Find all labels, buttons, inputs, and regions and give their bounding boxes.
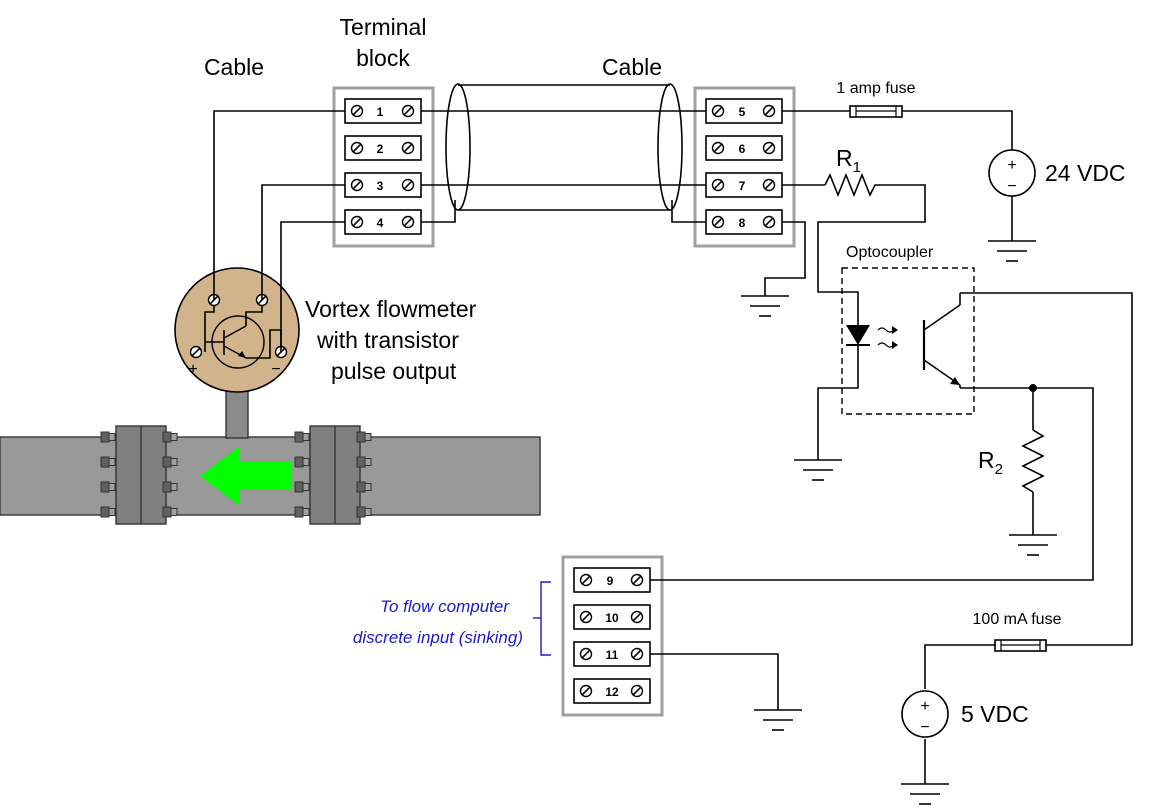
terminal-block-label-2: block: [356, 45, 410, 71]
voltage-source-24v: + −: [988, 149, 1036, 197]
terminal-4: 4: [344, 209, 422, 235]
terminal-12: 12: [573, 678, 651, 704]
terminal-1: 1: [344, 98, 422, 124]
ground-icon: [1008, 534, 1058, 556]
screw-icon: [189, 345, 203, 359]
terminal-9: 9: [573, 567, 651, 593]
terminal-block-c: 9 10 11 12: [561, 555, 664, 717]
led-icon: [846, 325, 870, 345]
svg-text:+: +: [920, 698, 929, 715]
note-bracket: [540, 581, 551, 656]
r2-label: R2: [978, 447, 1003, 478]
svg-text:11: 11: [606, 648, 619, 662]
optocoupler-label: Optocoupler: [846, 244, 934, 261]
pipe: [0, 384, 541, 516]
svg-text:7: 7: [739, 179, 746, 193]
vortex-flowmeter: + −: [174, 267, 300, 393]
flowmeter-label-2: with transistor: [316, 327, 459, 353]
svg-text:8: 8: [739, 216, 746, 230]
optocoupler: [841, 267, 975, 415]
terminal-6: 6: [705, 135, 783, 161]
svg-text:10: 10: [605, 611, 619, 625]
svg-text:4: 4: [377, 216, 384, 230]
ground-icon: [793, 459, 843, 481]
resistor-r2: [1021, 429, 1045, 493]
svg-text:3: 3: [377, 179, 384, 193]
terminal-7: 7: [705, 172, 783, 198]
cable-middle-label: Cable: [602, 54, 662, 80]
svg-text:−: −: [920, 719, 929, 736]
terminal-block-b: 5 6 7 8: [693, 86, 796, 248]
svg-text:1: 1: [377, 105, 384, 119]
svg-text:+: +: [1007, 157, 1016, 174]
flow-computer-note-2: discrete input (sinking): [353, 628, 523, 647]
terminal-block-label-1: Terminal: [340, 14, 427, 40]
fuse-1amp-label: 1 amp fuse: [836, 80, 915, 97]
svg-text:5: 5: [739, 105, 746, 119]
wires: [213, 110, 1133, 784]
voltage-source-5v: + −: [901, 690, 949, 738]
terminal-8: 8: [705, 209, 783, 235]
terminal-5: 5: [705, 98, 783, 124]
terminal-11: 11: [573, 641, 651, 667]
supply-24v-label: 24 VDC: [1045, 160, 1126, 186]
flow-computer-note-1: To flow computer: [380, 597, 510, 616]
terminal-block-a: 1 2 3 4: [332, 86, 435, 248]
ground-icon: [987, 240, 1037, 262]
svg-text:12: 12: [605, 685, 619, 699]
fuse-100ma: [994, 639, 1047, 652]
flowmeter-minus-label: −: [271, 361, 280, 378]
cable-bundle: [445, 83, 683, 211]
junction-dot: [1029, 384, 1037, 392]
ground-icon: [740, 295, 790, 317]
flange-right: [294, 425, 372, 525]
resistor-r1: [824, 172, 880, 198]
flange-left: [100, 425, 178, 525]
fuse-100ma-label: 100 mA fuse: [973, 611, 1062, 628]
flowmeter-label-1: Vortex flowmeter: [305, 296, 477, 322]
terminal-3: 3: [344, 172, 422, 198]
svg-text:9: 9: [607, 574, 614, 588]
flowmeter-plus-label: +: [188, 361, 197, 378]
svg-text:2: 2: [377, 142, 384, 156]
ground-icon: [753, 709, 803, 731]
supply-5v-label: 5 VDC: [961, 701, 1029, 727]
svg-text:−: −: [1007, 178, 1016, 195]
left-arrow-icon: [200, 446, 292, 506]
fuse-1amp: [849, 105, 903, 118]
r1-label: R1: [836, 145, 861, 176]
ground-icon: [900, 783, 950, 805]
terminal-10: 10: [573, 604, 651, 630]
svg-text:6: 6: [739, 142, 746, 156]
flowmeter-label-3: pulse output: [331, 358, 457, 384]
cable-left-label: Cable: [204, 54, 264, 80]
terminal-2: 2: [344, 135, 422, 161]
flowmeter-stem: [225, 384, 249, 439]
